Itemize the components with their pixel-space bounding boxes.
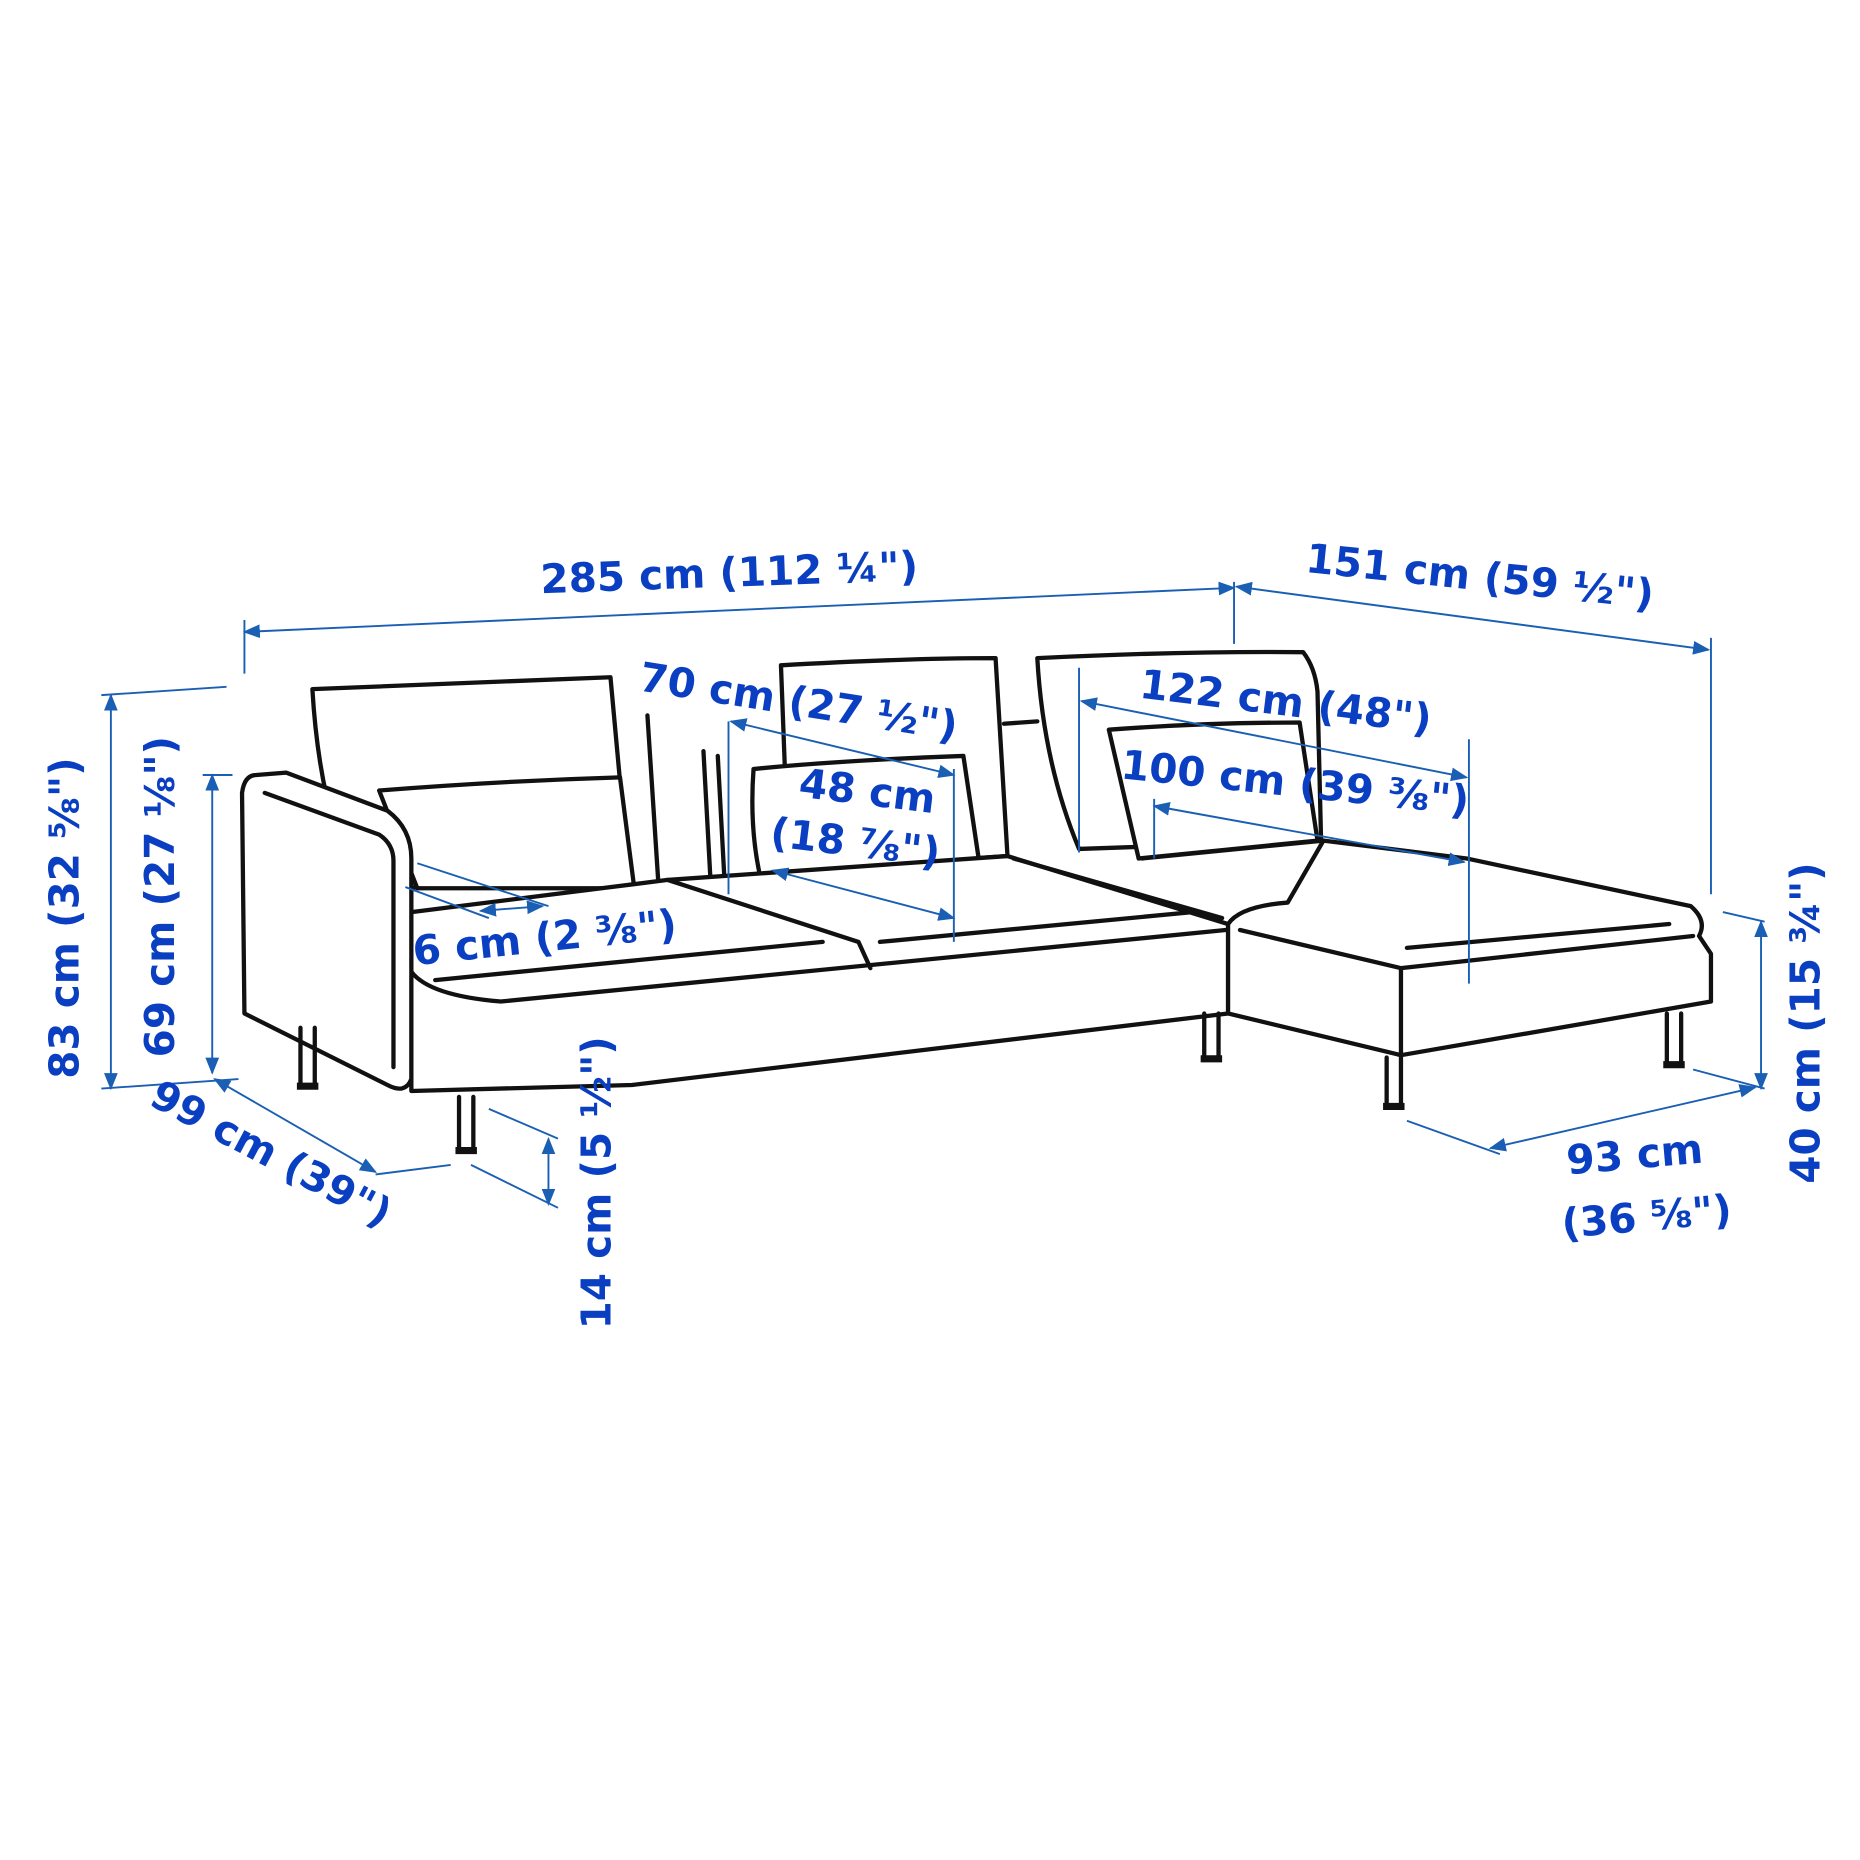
chaise-depth-label-2: (36 ⅝")	[1559, 1185, 1733, 1248]
leg-height-label: 14 cm (5 ½")	[572, 1036, 620, 1329]
chaise-width-label: 151 cm (59 ½")	[1304, 534, 1657, 618]
backrest-height-label: 69 cm (27 ⅛")	[136, 736, 184, 1057]
armrest	[239, 770, 414, 1091]
sofa-legs	[298, 1011, 1684, 1153]
total-height-label: 83 cm (32 ⅝")	[41, 757, 89, 1078]
throw-cushion-left	[377, 775, 637, 891]
sofa-drawing	[239, 649, 1714, 1155]
depth-label: 99 cm (39")	[143, 1070, 400, 1237]
seat-height-label: 40 cm (15 ¾")	[1781, 862, 1829, 1183]
dimension-lines	[101, 581, 1768, 1209]
chaise-depth-label-1: 93 cm	[1564, 1125, 1704, 1185]
sofa-base	[409, 853, 1231, 1094]
total-width-label: 285 cm (112 ¼")	[540, 542, 919, 603]
